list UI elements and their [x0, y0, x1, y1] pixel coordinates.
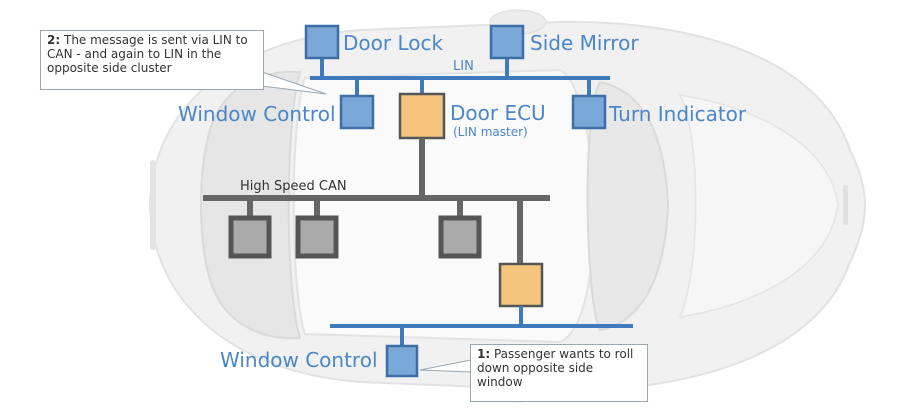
- door-lock-box: [304, 24, 340, 60]
- window-control-top-label: Window Control: [178, 102, 336, 126]
- can-node-2: [295, 215, 339, 259]
- side-mirror-box: [489, 24, 525, 60]
- note2-pointer: [261, 71, 327, 95]
- car-silhouette: [148, 9, 866, 403]
- can-node-1: [228, 215, 272, 259]
- turn-indicator-label: Turn Indicator: [608, 102, 747, 126]
- note-step-2: 2: The message is sent via LIN to CAN - …: [40, 30, 264, 90]
- turn-indicator-box: [571, 94, 607, 130]
- note2-number: 2:: [47, 33, 61, 47]
- door-ecu-bottom-box: [498, 262, 544, 308]
- window-control-bottom-box: [385, 344, 419, 378]
- door-ecu-sublabel: (LIN master): [453, 125, 528, 139]
- lin-bus-label: LIN: [453, 59, 474, 74]
- window-control-bottom-label: Window Control: [220, 348, 378, 372]
- door-ecu-box: [398, 92, 446, 140]
- door-lock-label: Door Lock: [343, 31, 443, 55]
- can-node-3: [438, 215, 482, 259]
- note1-number: 1:: [477, 347, 491, 361]
- can-bus-label: High Speed CAN: [240, 179, 347, 194]
- side-mirror-label: Side Mirror: [530, 31, 639, 55]
- note1-text: Passenger wants to roll down opposite si…: [477, 347, 634, 389]
- can-bus: High Speed CAN: [203, 179, 550, 264]
- lin-bus-top: LIN: [310, 58, 610, 96]
- note1-pointer: [419, 359, 472, 373]
- door-ecu-label: Door ECU: [450, 101, 546, 125]
- note2-text: The message is sent via LIN to CAN - and…: [47, 33, 248, 75]
- window-control-top-box: [339, 94, 375, 130]
- note-step-1: 1: Passenger wants to roll down opposite…: [470, 344, 648, 402]
